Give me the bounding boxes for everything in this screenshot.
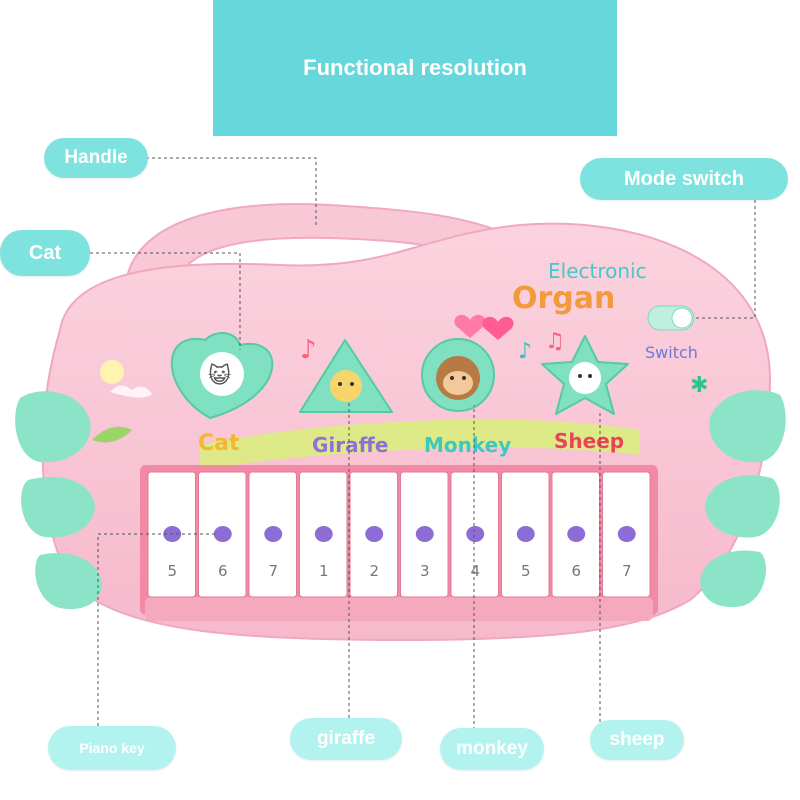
cloud-decoration bbox=[110, 385, 152, 398]
animal-silhouette-icon bbox=[617, 526, 636, 542]
sun-decoration bbox=[100, 360, 124, 384]
key-number: 6 bbox=[218, 562, 228, 580]
right-grip-mid bbox=[705, 475, 780, 538]
left-grip-bottom bbox=[35, 553, 102, 610]
animal-silhouette-icon bbox=[264, 526, 283, 542]
music-note-icon: ♪ bbox=[518, 339, 532, 364]
sheep-callout: sheep bbox=[590, 720, 684, 760]
sheep-eye bbox=[588, 374, 592, 378]
animal-silhouette-icon bbox=[415, 526, 434, 542]
mode-switch-callout-label: Mode switch bbox=[623, 167, 744, 190]
piano-key-callout: Piano key bbox=[48, 726, 176, 770]
music-note-icon: ♫ bbox=[545, 329, 565, 354]
right-grip-bottom bbox=[700, 550, 766, 608]
animal-silhouette-icon bbox=[365, 526, 384, 542]
keyboard-base-bottom bbox=[145, 597, 653, 621]
giraffe-callout-label: giraffe bbox=[316, 728, 376, 749]
cat-callout-label: Cat bbox=[28, 241, 62, 264]
star-decoration-icon: ✱ bbox=[690, 373, 708, 398]
left-grip-top bbox=[15, 391, 91, 463]
handle-callout-label: Handle bbox=[64, 147, 128, 168]
monkey-eye bbox=[462, 376, 466, 380]
piano-keys: 5 6 7 1 2 3 4 5 6 7 bbox=[147, 471, 651, 598]
key-number: 7 bbox=[622, 562, 632, 580]
giraffe-eye bbox=[350, 382, 354, 386]
mode-switch-callout: Mode switch bbox=[580, 158, 788, 200]
animal-silhouette-icon bbox=[314, 526, 333, 542]
cat-face-glyph: 😺 bbox=[208, 363, 231, 389]
monkey-callout-label: monkey bbox=[456, 738, 528, 759]
giraffe-callout: giraffe bbox=[290, 718, 402, 760]
piano-key-callout-label: Piano key bbox=[79, 740, 145, 756]
handle-callout: Handle bbox=[44, 138, 148, 178]
piano-key-leader-line bbox=[97, 533, 215, 738]
sheep-face-icon bbox=[569, 362, 601, 394]
toy-label-sheep: Sheep bbox=[554, 429, 624, 453]
music-note-icon: ♪ bbox=[300, 335, 317, 365]
brand-line2: Organ bbox=[512, 281, 615, 316]
key-number: 1 bbox=[319, 562, 329, 580]
right-grip-top bbox=[709, 390, 786, 463]
left-grip-mid bbox=[21, 477, 95, 538]
animal-silhouette-icon bbox=[516, 526, 535, 542]
animal-silhouette-icon bbox=[466, 526, 485, 542]
cat-leader-line bbox=[90, 252, 241, 350]
monkey-face-inner bbox=[443, 371, 473, 395]
mode-switch-knob bbox=[671, 307, 693, 329]
giraffe-eye bbox=[338, 382, 342, 386]
key-number: 2 bbox=[369, 562, 379, 580]
header-banner: Functional resolution bbox=[213, 0, 617, 136]
animal-silhouette-icon bbox=[567, 526, 586, 542]
switch-label: Switch bbox=[645, 343, 698, 362]
leaf-decoration bbox=[92, 426, 132, 443]
sheep-eye bbox=[578, 374, 582, 378]
toy-label-cat: Cat bbox=[198, 431, 240, 456]
sheep-callout-label: sheep bbox=[609, 729, 665, 750]
key-number: 5 bbox=[167, 562, 177, 580]
grass-strip bbox=[200, 419, 640, 470]
callout-leader-lines bbox=[90, 157, 756, 738]
heart-decoration-2 bbox=[482, 316, 514, 340]
animal-silhouette-icon bbox=[213, 526, 232, 542]
key-number: 6 bbox=[571, 562, 581, 580]
toy-label-monkey: Monkey bbox=[424, 433, 511, 457]
key-number: 5 bbox=[521, 562, 531, 580]
heart-decoration-1 bbox=[454, 314, 486, 338]
monkey-eye bbox=[450, 376, 454, 380]
key-number: 4 bbox=[470, 562, 480, 580]
key-number: 7 bbox=[268, 562, 278, 580]
handle-leader-line bbox=[140, 157, 317, 228]
giraffe-face-icon bbox=[330, 370, 362, 402]
mode-switch-leader-line bbox=[696, 200, 756, 319]
brand-line1: Electronic bbox=[548, 259, 647, 283]
cat-face-icon bbox=[200, 352, 244, 396]
header-title: Functional resolution bbox=[303, 55, 527, 80]
key-number: 3 bbox=[420, 562, 430, 580]
cat-callout: Cat bbox=[0, 230, 90, 276]
toy-label-giraffe: Giraffe bbox=[312, 433, 388, 457]
monkey-callout: monkey bbox=[440, 728, 544, 770]
